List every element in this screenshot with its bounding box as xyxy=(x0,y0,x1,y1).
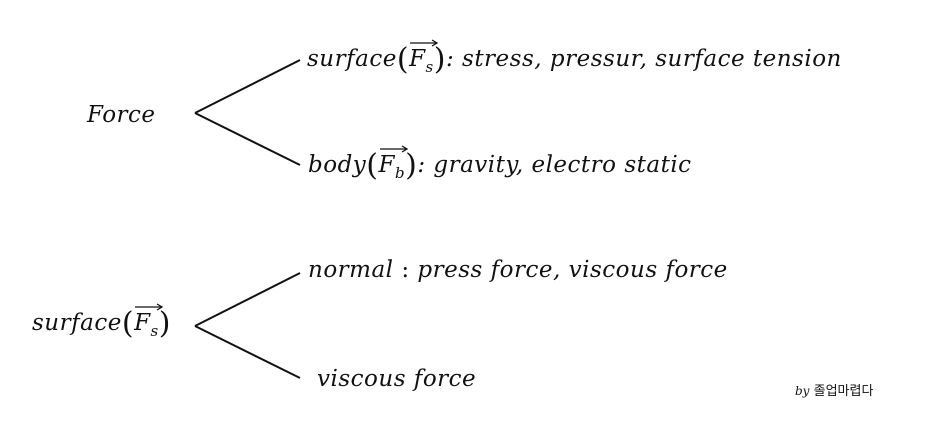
force-vector-symbol: Fb xyxy=(379,145,408,188)
author-credit: by 졸업마렵다 xyxy=(795,380,873,399)
tree2-top-branch-label: normal : press force, viscous force xyxy=(308,257,728,283)
vector-arrow-icon xyxy=(379,145,408,153)
tree2-top-items: press force, viscous force xyxy=(417,257,728,283)
vector-arrow-icon xyxy=(135,303,164,311)
tree1-bottom-items: gravity, electro static xyxy=(433,152,692,178)
tree1-root-label: Force xyxy=(87,102,156,128)
tree1-bottom-branch-label: body(Fb): gravity, electro static xyxy=(308,145,692,188)
vector-arrow-icon xyxy=(410,39,439,47)
force-vector-symbol: Fs xyxy=(409,39,439,82)
tree2-upper-connector xyxy=(194,272,301,327)
tree1-upper-connector xyxy=(194,59,301,114)
tree2-root-name: surface xyxy=(32,310,122,336)
tree1-top-branch-label: surface(Fs): stress, pressur, surface te… xyxy=(307,39,842,82)
tree1-bottom-name: body xyxy=(308,152,367,178)
tree1-top-name: surface xyxy=(307,46,397,72)
force-vector-symbol: Fs xyxy=(134,303,164,346)
tree2-top-name: normal xyxy=(308,257,394,283)
tree2-root-label: surface(Fs) xyxy=(32,303,171,346)
tree1-top-items: stress, pressur, surface tension xyxy=(462,46,842,72)
credit-by: by xyxy=(795,384,810,398)
credit-author: 졸업마렵다 xyxy=(813,384,874,399)
tree1-lower-connector xyxy=(194,112,301,166)
tree2-lower-connector xyxy=(194,325,301,379)
tree2-bottom-branch-label: viscous force xyxy=(317,366,477,392)
